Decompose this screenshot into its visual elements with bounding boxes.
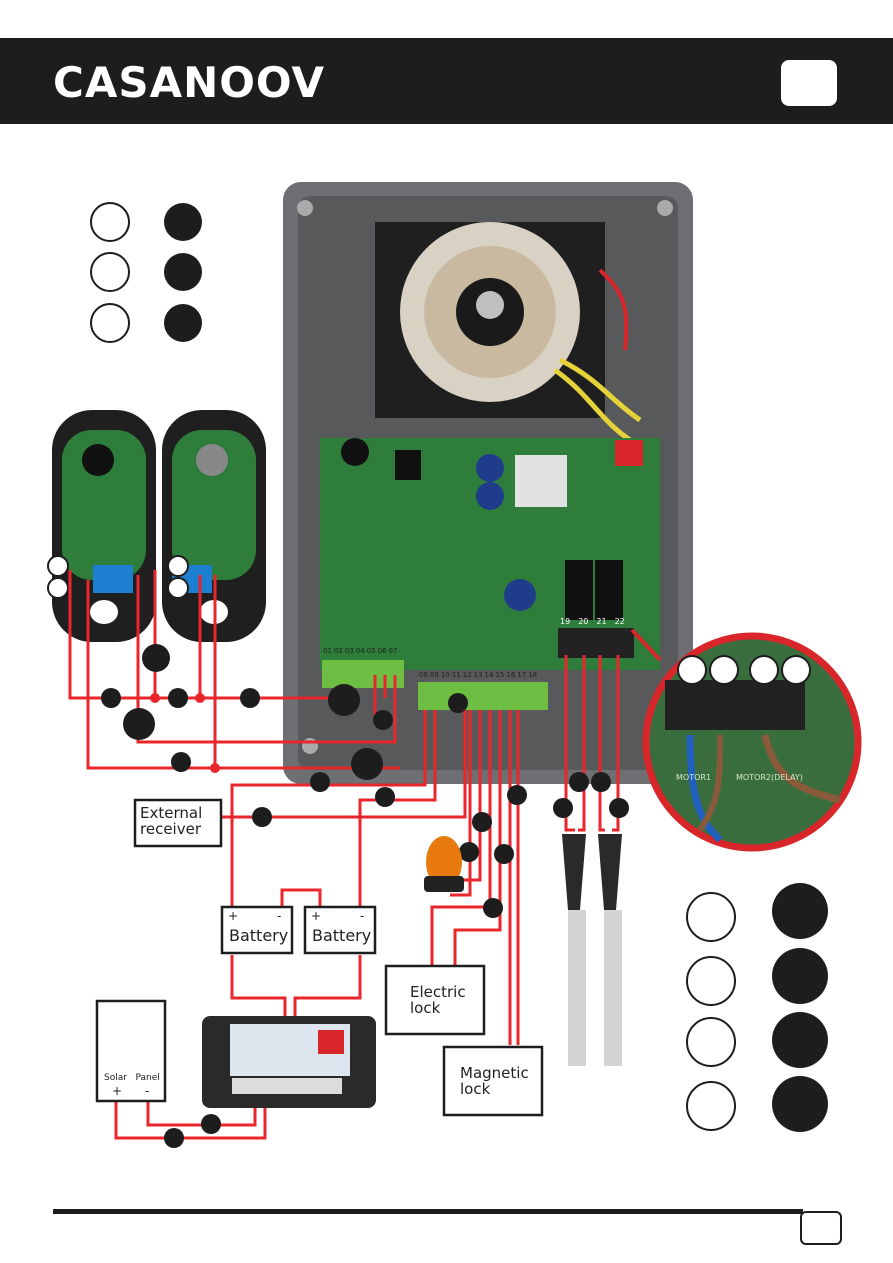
terminal-label: 22 [614,617,625,626]
solar-charge-controller [202,1016,376,1108]
header-bar [0,38,893,124]
terminal-label: 05 [366,647,376,655]
motor-terminal-inset [630,628,862,852]
terminal-row-motor: 19 20 21 22 [560,617,625,626]
terminal-label: 12 [462,671,472,679]
terminal-label: 15 [495,671,505,679]
magnetic-lock-label: Magnetic lock [460,1064,529,1098]
battery-2-polarity-plus: + [311,909,322,923]
control-box-enclosure [283,182,693,784]
battery-1-label: Battery [229,926,289,945]
footer-page-box [800,1211,842,1245]
label-line: External [140,804,203,822]
terminal-label: 19 [560,617,571,626]
label-line: lock [460,1079,491,1098]
legend-filled-circle [164,203,202,241]
legend-open-circle [90,202,130,242]
label-line: Electric [410,983,466,1001]
legend-bottom [686,883,828,1132]
wire-junctions [150,693,220,773]
label-line: lock [410,998,441,1017]
terminal-label: 01 [323,647,332,655]
page-number-box [781,60,837,106]
terminal-row-left: 01 02 03 04 05 06 07 [323,647,398,655]
electric-lock-label: Electric lock [410,983,466,1017]
label-frames [95,798,544,1117]
motor1-label: MOTOR1 [676,773,712,782]
legend-open-circle [90,252,130,292]
terminal-label: 08 [419,671,428,679]
photocell-left [47,410,156,642]
solar-panel-minus: - [145,1084,150,1098]
terminal-row-mid: 08 09 10 11 12 13 14 15 16 17 18 [419,671,538,679]
terminal-label: 20 [578,617,589,626]
flashing-light [424,836,464,892]
terminal-label: 06 [377,647,387,655]
terminal-label: 14 [484,671,494,679]
terminal-label: 16 [506,671,516,679]
external-receiver-label: External receiver [140,804,203,838]
battery-1-polarity-minus: - [277,909,282,923]
terminal-label: 21 [596,617,607,626]
legend-top [90,202,202,343]
terminal-label: 04 [355,647,365,655]
photocell-right [162,410,266,642]
legend-filled-circle [164,304,202,342]
terminal-label: 11 [451,671,461,679]
solar-panel-label: Solar Panel [104,1073,160,1083]
terminal-label: 17 [517,671,527,679]
wire-markers [101,644,629,1148]
battery-2-label: Battery [312,926,372,945]
legend-open-circle [90,303,130,343]
label-line: receiver [140,819,201,838]
terminal-label: 02 [333,647,343,655]
terminal-label: 03 [344,647,354,655]
legend-filled-circle [164,253,202,291]
footer-rule [53,1209,803,1214]
terminal-label: 07 [388,647,398,655]
solar-panel-plus: + [112,1084,123,1098]
terminal-label: 10 [440,671,450,679]
motor2-label: MOTOR2(DELAY) [736,773,803,782]
terminal-label: 13 [473,671,483,679]
battery-1-polarity-plus: + [228,909,239,923]
terminal-label: 18 [528,671,538,679]
terminal-label: 09 [429,671,439,679]
battery-2-polarity-minus: - [360,909,365,923]
label-line: Magnetic [460,1064,529,1082]
brand-logo: CASANOOV [53,58,326,107]
gate-actuators [562,834,622,1066]
